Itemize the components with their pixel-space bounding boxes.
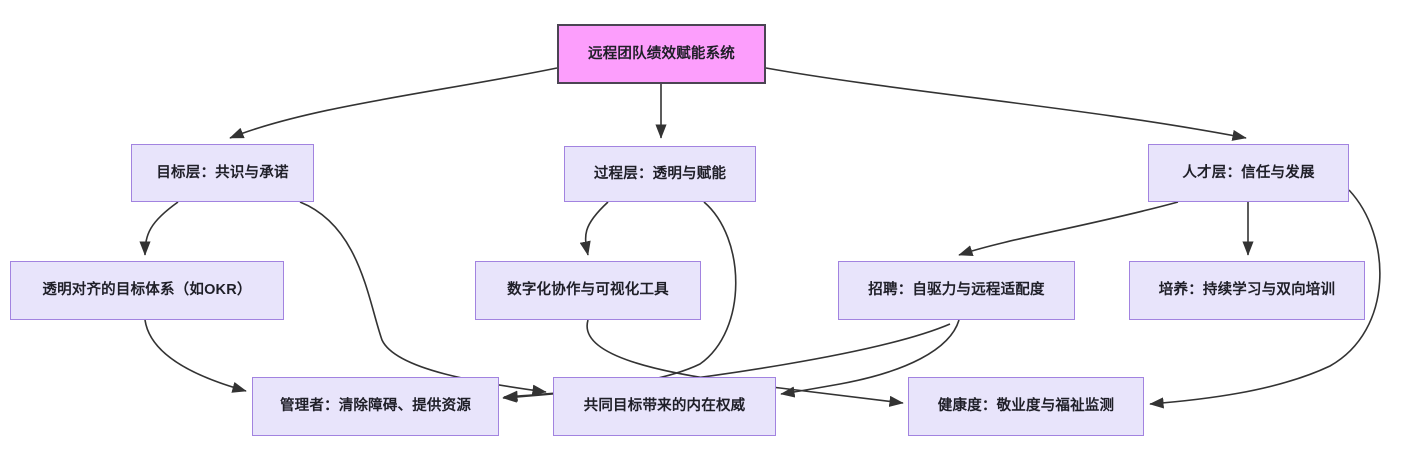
node-okr-label: 透明对齐的目标体系（如OKR）: [42, 282, 252, 299]
edge-process-to-tools: [579, 201, 609, 256]
node-process-layer-label: 过程层：透明与赋能: [593, 165, 727, 182]
node-development[interactable]: 培养：持续学习与双向培训: [1129, 261, 1365, 320]
node-shared-goal-authority[interactable]: 共同目标带来的内在权威: [553, 377, 776, 436]
node-health[interactable]: 健康度：敬业度与福祉监测: [908, 377, 1144, 436]
node-root-label: 远程团队绩效赋能系统: [588, 45, 735, 62]
node-digital-tools[interactable]: 数字化协作与可视化工具: [475, 261, 701, 320]
node-recruiting-label: 招聘：自驱力与远程适配度: [868, 282, 1045, 299]
node-manager-label: 管理者：清除障碍、提供资源: [279, 398, 472, 415]
edge-talent-to-recruit: [958, 201, 1179, 257]
node-process-layer[interactable]: 过程层：透明与赋能: [564, 146, 756, 202]
node-recruiting[interactable]: 招聘：自驱力与远程适配度: [838, 261, 1075, 320]
node-development-label: 培养：持续学习与双向培训: [1158, 282, 1336, 299]
edge-goal-to-okr: [139, 201, 179, 256]
node-manager[interactable]: 管理者：清除障碍、提供资源: [252, 377, 499, 436]
node-okr[interactable]: 透明对齐的目标体系（如OKR）: [10, 261, 284, 320]
node-talent-layer[interactable]: 人才层：信任与发展: [1148, 144, 1349, 202]
edge-okr-to-manager: [144, 319, 247, 393]
node-goal-layer[interactable]: 目标层：共识与承诺: [131, 144, 314, 202]
node-health-label: 健康度：敬业度与福祉监测: [937, 398, 1115, 415]
node-digital-tools-label: 数字化协作与可视化工具: [507, 282, 669, 299]
node-talent-layer-label: 人才层：信任与发展: [1182, 164, 1315, 181]
node-goal-layer-label: 目标层：共识与承诺: [156, 164, 289, 181]
node-shared-goal-authority-label: 共同目标带来的内在权威: [583, 398, 746, 415]
node-root[interactable]: 远程团队绩效赋能系统: [557, 24, 766, 84]
edge-root-to-talent: [765, 67, 1247, 141]
edge-root-to-goal: [229, 67, 558, 139]
